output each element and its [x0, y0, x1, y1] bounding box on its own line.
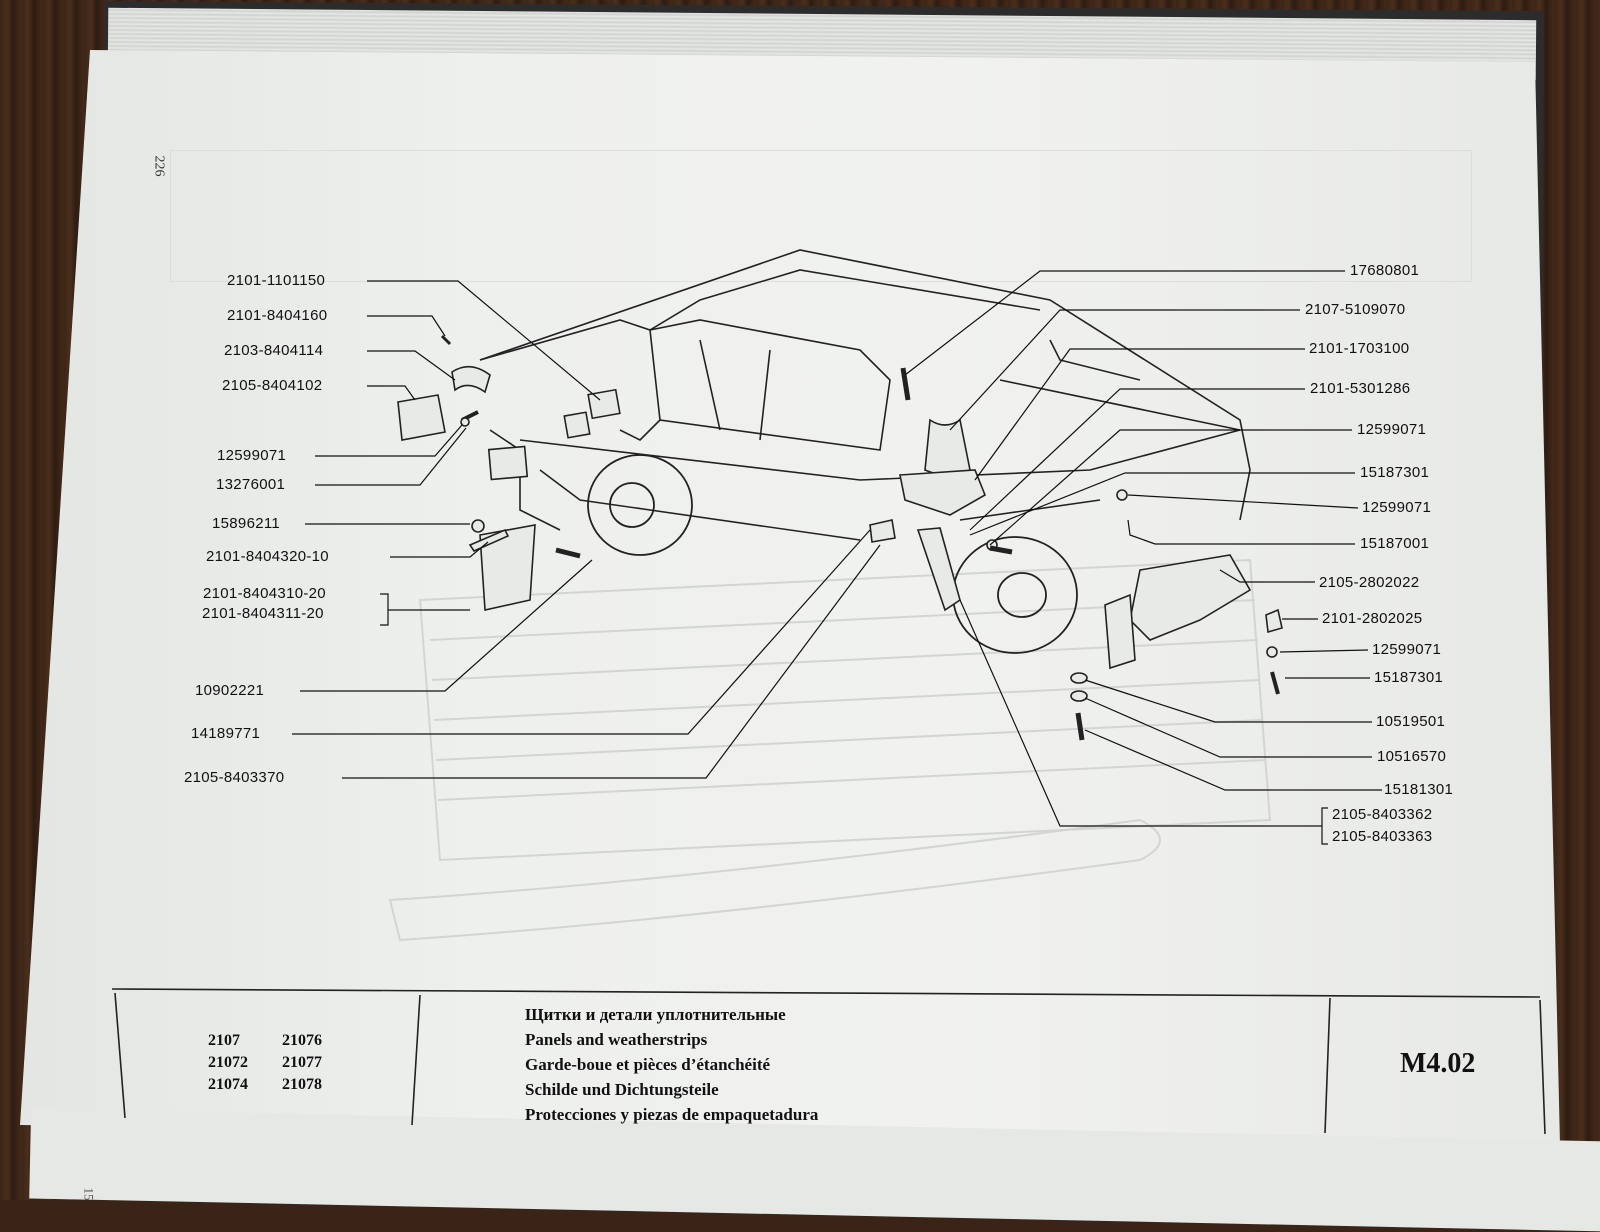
part-number-label: 13276001: [216, 476, 286, 493]
model-code: 21074: [208, 1076, 248, 1093]
model-code: 21072: [208, 1054, 248, 1071]
part-number-label: 2101-8404320-10: [206, 548, 329, 565]
part-number-label: 10519501: [1376, 713, 1446, 730]
right-leader-lines: [904, 270, 1382, 845]
car-body: [479, 249, 1251, 541]
model-code: 21076: [282, 1032, 322, 1049]
title-fr: Garde-boue et pièces d’étanchéité: [525, 1055, 771, 1074]
part-number-label: 2101-8404310-20: [203, 585, 326, 602]
part-number-label: 2105-8403362: [1332, 806, 1433, 823]
part-number-label: 2101-5301286: [1310, 380, 1411, 397]
part-number-label: 2105-8404102: [222, 377, 323, 394]
part-number-label: 2105-2802022: [1319, 574, 1420, 591]
part-number-label: 10902221: [195, 682, 265, 699]
part-number-label: 2107-5109070: [1305, 301, 1406, 318]
part-number-label: 2101-1101150: [227, 272, 326, 289]
part-number-label: 14189771: [191, 725, 261, 742]
part-number-label: 2101-2802025: [1322, 610, 1423, 627]
part-number-label: 12599071: [1357, 421, 1427, 438]
model-code: 21077: [282, 1054, 322, 1071]
part-number-label: 2101-1703100: [1309, 340, 1410, 357]
section-code: M4.02: [1400, 1048, 1476, 1079]
title-de: Schilde und Dichtungsteile: [525, 1080, 719, 1099]
part-number-label: 15896211: [212, 515, 281, 532]
title-en: Panels and weatherstrips: [525, 1030, 708, 1049]
part-number-label: 15187001: [1360, 535, 1430, 552]
part-number-label: 2103-8404114: [224, 342, 324, 359]
footer-frame: [111, 988, 1546, 1135]
part-number-label: 15181301: [1384, 781, 1454, 798]
part-number-label: 15187301: [1374, 669, 1444, 686]
part-number-label: 12599071: [1372, 641, 1442, 658]
title-es: Protecciones y piezas de empaquetadura: [525, 1105, 819, 1124]
mud-flap-part: [479, 524, 536, 611]
fog-lamp-part: [397, 394, 446, 441]
part-number-label: 12599071: [217, 447, 287, 464]
exploded-parts-diagram: [292, 249, 1382, 942]
part-number-label: 15187301: [1360, 464, 1430, 481]
part-number-label: 2101-8404311-20: [202, 605, 324, 622]
model-list: 2107 21076 21072 21077 21074 21078: [208, 1030, 356, 1096]
left-leader-lines: [292, 280, 881, 779]
part-number-label: 2105-8403363: [1332, 828, 1433, 845]
show-through-table: [170, 150, 1472, 282]
part-number-label: 2101-8404160: [227, 307, 328, 324]
part-number-label: 12599071: [1362, 499, 1432, 516]
part-number-label: 17680801: [1350, 262, 1420, 279]
parts: [397, 334, 1283, 741]
part-number-label: 10516570: [1377, 748, 1447, 765]
title-ru: Щитки и детали уплотнительные: [525, 1005, 786, 1024]
section-titles: Щитки и детали уплотнительные Panels and…: [525, 1002, 818, 1127]
model-code: 21078: [282, 1076, 322, 1093]
model-code: 2107: [208, 1032, 240, 1049]
catalog-page: [20, 50, 1560, 1145]
part-number-label: 2105-8403370: [184, 769, 285, 786]
